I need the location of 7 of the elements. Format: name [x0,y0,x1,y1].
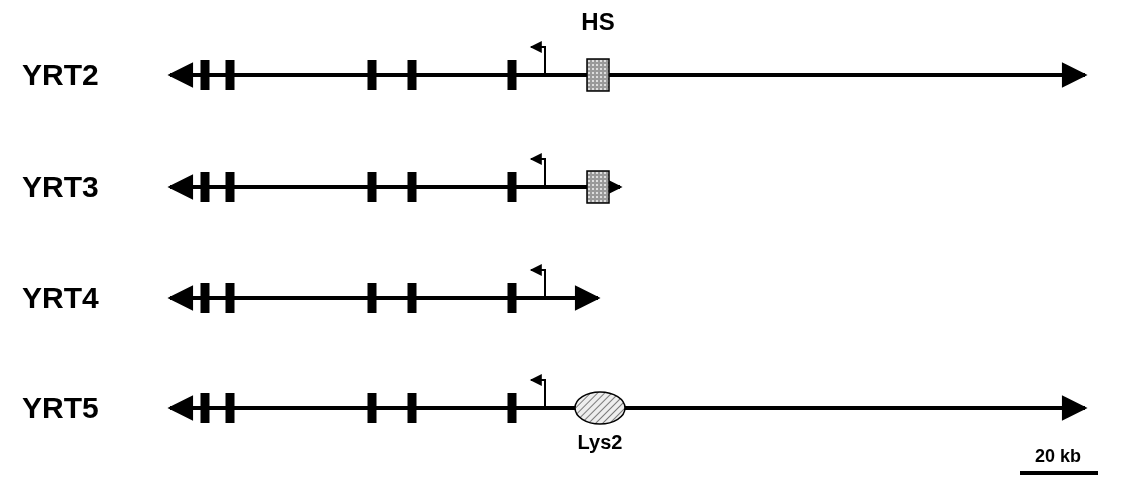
construct-label: YRT4 [22,281,99,315]
construct-label: YRT2 [22,58,99,92]
site-label: HS [581,8,615,36]
construct-label: YRT3 [22,170,99,204]
gene-label: Lys2 [577,430,623,454]
construct-label: YRT5 [22,391,99,425]
scale-label: 20 kb [1035,445,1081,467]
